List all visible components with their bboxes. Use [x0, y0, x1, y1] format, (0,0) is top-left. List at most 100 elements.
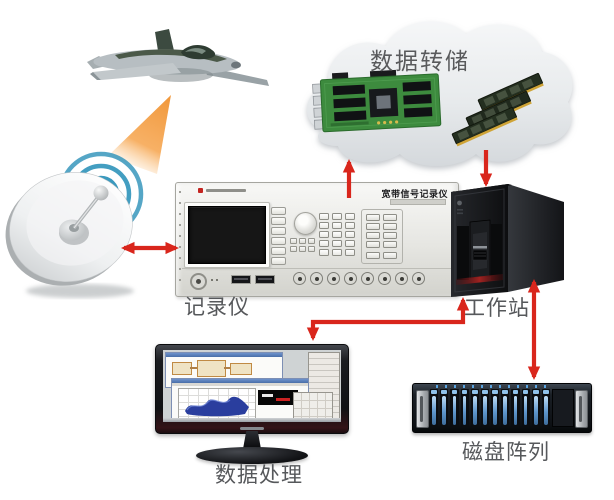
keypad-button	[345, 240, 355, 247]
softkey-button	[271, 247, 286, 255]
ram-modules-image	[451, 72, 544, 147]
softkey-button	[271, 217, 286, 225]
softkey-button	[271, 257, 286, 265]
window-titlebar	[166, 353, 282, 357]
bnc-connector	[344, 272, 357, 285]
function-button	[383, 232, 397, 239]
monitor-brand-mark	[240, 427, 264, 430]
keypad-button	[332, 249, 342, 256]
flow-connector	[190, 367, 197, 369]
arrow-workstation-processing	[306, 297, 470, 341]
softkey-column	[271, 207, 286, 265]
keypad-button	[345, 231, 355, 238]
satellite-dish	[5, 172, 134, 298]
keypad-button	[345, 249, 355, 256]
function-key-grid	[366, 214, 397, 248]
software-logo-chip	[258, 390, 298, 405]
panel-divider	[182, 268, 452, 269]
bnc-connector	[361, 272, 374, 285]
indicator-dots	[211, 279, 219, 281]
flow-block	[197, 360, 226, 377]
softkey-button	[271, 207, 286, 215]
bnc-connector	[378, 272, 391, 285]
disk-array-chassis	[412, 383, 592, 433]
drive-caddy	[460, 389, 469, 427]
keypad-button	[332, 240, 342, 247]
mini-key-button	[290, 246, 297, 252]
keypad-button	[319, 231, 329, 238]
drive-caddy	[501, 389, 510, 427]
keypad-button	[319, 213, 329, 220]
keypad-button	[319, 222, 329, 229]
mini-key-button	[290, 238, 297, 244]
window-titlebar	[172, 379, 308, 383]
function-button	[366, 252, 380, 259]
rack-ear-right	[575, 390, 588, 428]
keypad-button	[332, 213, 342, 220]
drive-caddy	[491, 389, 500, 427]
drive-led-strip	[429, 385, 551, 388]
usb-port	[231, 275, 251, 284]
keypad-button	[332, 231, 342, 238]
function-button	[366, 232, 380, 239]
monitor-stand-base	[196, 447, 308, 464]
processing-label: 数据处理	[215, 463, 303, 487]
drive-caddy	[430, 389, 439, 427]
window-toolbar	[172, 383, 308, 386]
function-button	[383, 223, 397, 230]
flow-connector	[224, 367, 230, 369]
drive-caddy	[480, 389, 490, 427]
cloud-label: 数据转储	[370, 49, 470, 75]
brand-mark-icon	[198, 188, 203, 193]
mini-key-button	[299, 238, 306, 244]
drive-caddy	[470, 389, 479, 427]
cursor-key-grid	[290, 238, 315, 252]
softkey-button	[271, 237, 286, 245]
workstation-label: 工作站	[464, 296, 530, 320]
monitor-screen	[163, 350, 341, 422]
recorder-device: 宽带信号记录仪	[175, 182, 459, 297]
bnc-connector	[412, 272, 425, 285]
plot-window	[171, 378, 309, 420]
function-button	[366, 214, 380, 221]
function-button	[383, 241, 397, 248]
recorder-model-label: 宽带信号记录仪	[381, 190, 448, 200]
drive-caddy	[541, 389, 551, 427]
flow-block	[230, 363, 252, 375]
function-button	[383, 252, 397, 259]
surface-plot	[185, 396, 249, 417]
brand-logo	[198, 188, 246, 193]
diskarray-label: 磁盘阵列	[462, 440, 550, 464]
controller-panel	[552, 389, 574, 427]
screen-taskbar	[163, 418, 341, 422]
recorder-screen-bezel	[184, 202, 270, 268]
signal-arcs-icon	[58, 151, 144, 237]
function-button	[366, 241, 380, 248]
bnc-connector	[310, 272, 323, 285]
recorder-display	[188, 206, 266, 264]
keypad-button	[332, 222, 342, 229]
signal-beam	[108, 95, 171, 174]
bnc-power-connector	[190, 273, 207, 290]
function-button	[383, 214, 397, 221]
keypad-button	[319, 249, 329, 256]
flow-block	[172, 362, 192, 375]
rotary-knob	[294, 212, 317, 235]
softkey-button	[271, 227, 286, 235]
aircraft-image	[85, 28, 270, 103]
mini-key-button	[308, 238, 315, 244]
keypad-button	[345, 213, 355, 220]
function-button	[366, 223, 380, 230]
drive-bay-row	[430, 389, 551, 427]
keypad-button	[345, 222, 355, 229]
usb-port	[255, 275, 275, 284]
bnc-connector-row	[293, 272, 425, 285]
keypad-button	[319, 240, 329, 247]
workstation-tower	[446, 176, 568, 298]
drive-caddy	[511, 389, 520, 427]
bnc-connector	[395, 272, 408, 285]
processing-monitor	[155, 344, 349, 470]
numeric-keypad	[319, 213, 355, 256]
drive-caddy	[521, 389, 530, 427]
